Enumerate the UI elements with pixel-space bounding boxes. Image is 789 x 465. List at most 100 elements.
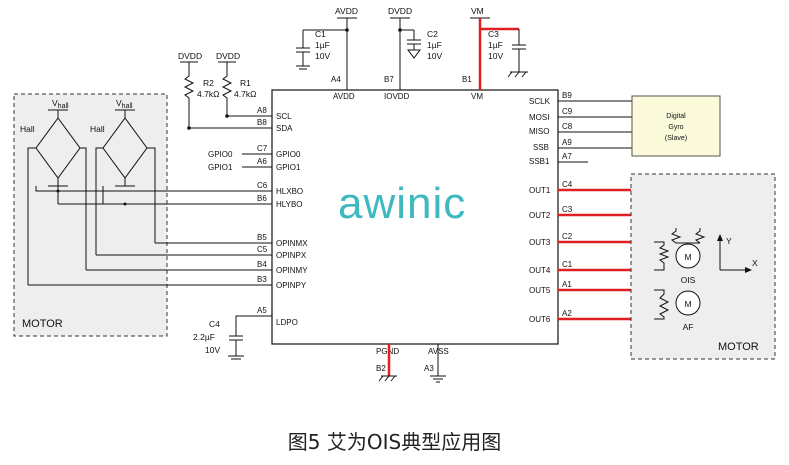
bottom-pins: PGND B2 AVSS A3 [376, 344, 449, 383]
right-motor-title: MOTOR [718, 341, 759, 353]
gpio0-net-label: GPIO0 [208, 150, 233, 159]
hall-label-1: Hall [20, 124, 35, 134]
hall-sensor-2: Vhall Hall [90, 98, 148, 187]
pin-label-opinpy: OPINPY [276, 281, 307, 290]
ois-motor-label: OIS [681, 275, 696, 285]
pin-ball-b6: B6 [257, 194, 267, 203]
c3-name: C3 [488, 29, 499, 39]
pin-ball-a6: A6 [257, 157, 267, 166]
gyro-line-3: (Slave) [665, 135, 687, 142]
c3-voltage: 10V [488, 51, 503, 61]
pin-label-opinmy: OPINMY [276, 266, 308, 275]
pin-ball-c5: C5 [257, 245, 268, 254]
r2-value: 4.7kΩ [197, 89, 219, 99]
dvdd-supply-label-top: DVDD [388, 6, 412, 16]
pin-ball-a2: A2 [562, 309, 572, 318]
pin-ball-c1: C1 [562, 260, 573, 269]
pin-label-iovdd: IOVDD [384, 92, 410, 101]
c1-voltage: 10V [315, 51, 330, 61]
pin-label-out1: OUT1 [529, 186, 551, 195]
pin-label-out2: OUT2 [529, 211, 551, 220]
ois-motor-symbol: M [684, 252, 691, 262]
c2-name: C2 [427, 29, 438, 39]
pin-label-out3: OUT3 [529, 238, 551, 247]
c4-name: C4 [209, 319, 220, 329]
left-pins: A8 SCL B8 SDA GPIO0 C7 GPIO0 GPIO1 A6 GP… [28, 106, 308, 360]
pin-label-mosi: MOSI [529, 113, 549, 122]
r2-supply: DVDD [178, 51, 202, 61]
y-axis-label: Y [726, 236, 732, 246]
vm-supply-label: VM [471, 6, 484, 16]
pin-label-hlybo: HLYBO [276, 200, 303, 209]
right-motor-module: MOTOR M OIS M AF Y X [630, 173, 776, 360]
r1-value: 4.7kΩ [234, 89, 256, 99]
pin-ball-b2: B2 [376, 364, 386, 373]
vhall-label-2: Vhall [116, 98, 133, 110]
left-motor-module: MOTOR Vhall Hall Vhall Hall [13, 93, 168, 337]
pin-label-ldpo: LDPO [276, 318, 298, 327]
pin-ball-c6: C6 [257, 181, 268, 190]
c3-value: 1µF [488, 40, 503, 50]
pin-label-out5: OUT5 [529, 286, 551, 295]
pin-label-pgnd: PGND [376, 347, 399, 356]
pin-label-vm: VM [471, 92, 483, 101]
pin-ball-b5: B5 [257, 233, 267, 242]
ois-application-schematic: MOTOR Vhall Hall Vhall Hall awinic [13, 6, 776, 383]
pin-label-opinmx: OPINMX [276, 239, 308, 248]
top-supplies: AVDD C1 1µF 10V A4 AVDD DVDD C2 1µF 10V … [296, 6, 528, 101]
pin-ball-c8: C8 [562, 122, 573, 131]
ic-body [271, 89, 559, 345]
c1-name: C1 [315, 29, 326, 39]
avdd-supply-label: AVDD [335, 6, 358, 16]
figure-caption: 图5 艾为OIS典型应用图 [287, 430, 502, 454]
af-motor-label: AF [683, 322, 694, 332]
pin-ball-a4: A4 [331, 75, 341, 84]
r1-supply: DVDD [216, 51, 240, 61]
pin-ball-c3: C3 [562, 205, 573, 214]
pin-ball-b7: B7 [384, 75, 394, 84]
af-motor-symbol: M [684, 299, 691, 309]
pin-label-avdd: AVDD [333, 92, 355, 101]
vhall-label-1: Vhall [52, 98, 69, 110]
r2-name: R2 [203, 78, 214, 88]
pin-label-scl: SCL [276, 112, 292, 121]
hall-sensor-1: Vhall Hall [20, 98, 81, 187]
c4-voltage: 10V [205, 345, 220, 355]
gyro-line-1: Digital [666, 113, 686, 120]
pin-ball-b4: B4 [257, 260, 267, 269]
pin-label-gpio0: GPIO0 [276, 150, 301, 159]
pin-ball-a5: A5 [257, 306, 267, 315]
i2c-pullups: DVDD R2 4.7kΩ DVDD R1 4.7kΩ [178, 51, 256, 130]
x-axis-label: X [752, 258, 758, 268]
pin-ball-a1: A1 [562, 280, 572, 289]
pin-label-ssb1: SSB1 [529, 157, 550, 166]
left-motor-title: MOTOR [22, 318, 63, 330]
pin-label-ssb: SSB [533, 143, 549, 152]
r1-name: R1 [240, 78, 251, 88]
pin-label-gpio1: GPIO1 [276, 163, 301, 172]
awinic-logo: awinic [338, 179, 466, 228]
c2-value: 1µF [427, 40, 442, 50]
gpio1-net-label: GPIO1 [208, 163, 233, 172]
c4-value: 2.2µF [193, 332, 215, 342]
pin-ball-b9: B9 [562, 91, 572, 100]
pin-label-hlxbo: HLXBO [276, 187, 303, 196]
pin-ball-a9: A9 [562, 138, 572, 147]
pin-label-out6: OUT6 [529, 315, 551, 324]
pin-ball-a3: A3 [424, 364, 434, 373]
c1-value: 1µF [315, 40, 330, 50]
pin-ball-b1: B1 [462, 75, 472, 84]
pin-ball-a7: A7 [562, 152, 572, 161]
hall-label-2: Hall [90, 124, 105, 134]
pin-label-out4: OUT4 [529, 266, 551, 275]
pin-ball-b3: B3 [257, 275, 267, 284]
pin-label-sclk: SCLK [529, 97, 551, 106]
pin-ball-c2: C2 [562, 232, 573, 241]
pin-label-opinpx: OPINPX [276, 251, 307, 260]
pin-ball-c9: C9 [562, 107, 573, 116]
pin-ball-c7: C7 [257, 144, 268, 153]
c2-voltage: 10V [427, 51, 442, 61]
digital-gyro: Digital Gyro (Slave) [631, 95, 721, 157]
pin-ball-a8: A8 [257, 106, 267, 115]
pin-label-miso: MISO [529, 127, 549, 136]
